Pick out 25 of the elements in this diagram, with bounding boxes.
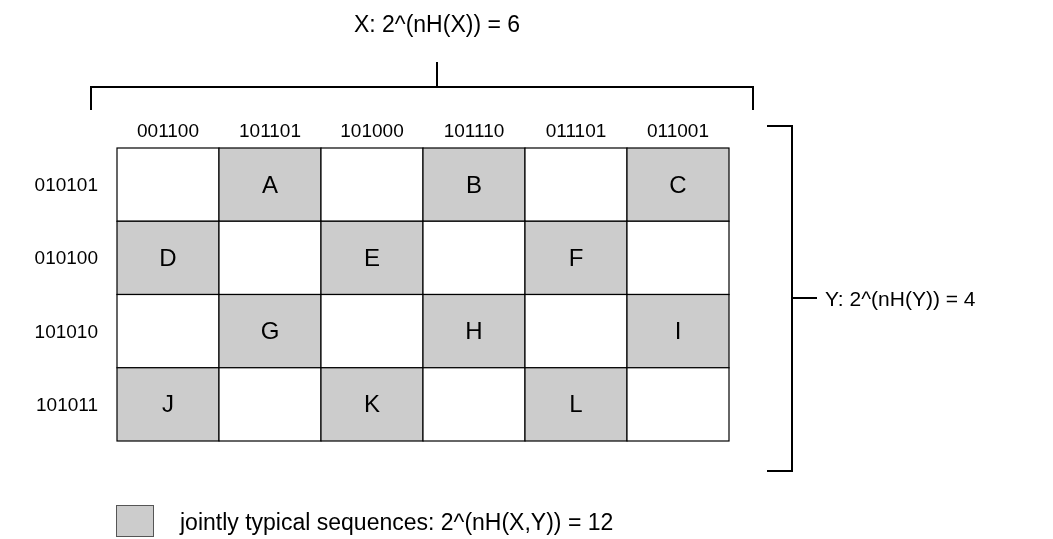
cell-letter: H	[465, 319, 483, 344]
legend-text: jointly typical sequences: 2^(nH(X,Y)) = 12	[180, 510, 614, 534]
cell-letter: D	[159, 245, 177, 270]
cell-letter: K	[364, 392, 380, 417]
cell-letter: F	[568, 245, 584, 270]
column-header: 101000	[340, 120, 404, 140]
cell-letter: C	[669, 172, 687, 197]
row-header: 101011	[36, 394, 98, 414]
cell-letter: B	[466, 172, 482, 197]
row-header: 010101	[34, 175, 98, 195]
cell-letter: A	[262, 172, 278, 197]
cell-letter: G	[260, 319, 280, 344]
column-header: 001100	[137, 120, 199, 140]
row-header: 010100	[34, 248, 98, 268]
column-header: 101110	[443, 120, 505, 140]
cell-letter: J	[162, 392, 174, 417]
cell-letter: I	[674, 319, 682, 344]
cell-letter: E	[364, 245, 380, 270]
axis-label: X: 2^(nH(X)) = 6	[353, 12, 521, 36]
row-header: 101010	[34, 321, 98, 341]
axis-label: Y: 2^(nH(Y)) = 4	[825, 287, 976, 309]
column-header: 011101	[545, 120, 607, 140]
column-header: 101101	[239, 120, 301, 140]
cell-letter: L	[569, 392, 583, 417]
column-header: 011001	[647, 120, 709, 140]
